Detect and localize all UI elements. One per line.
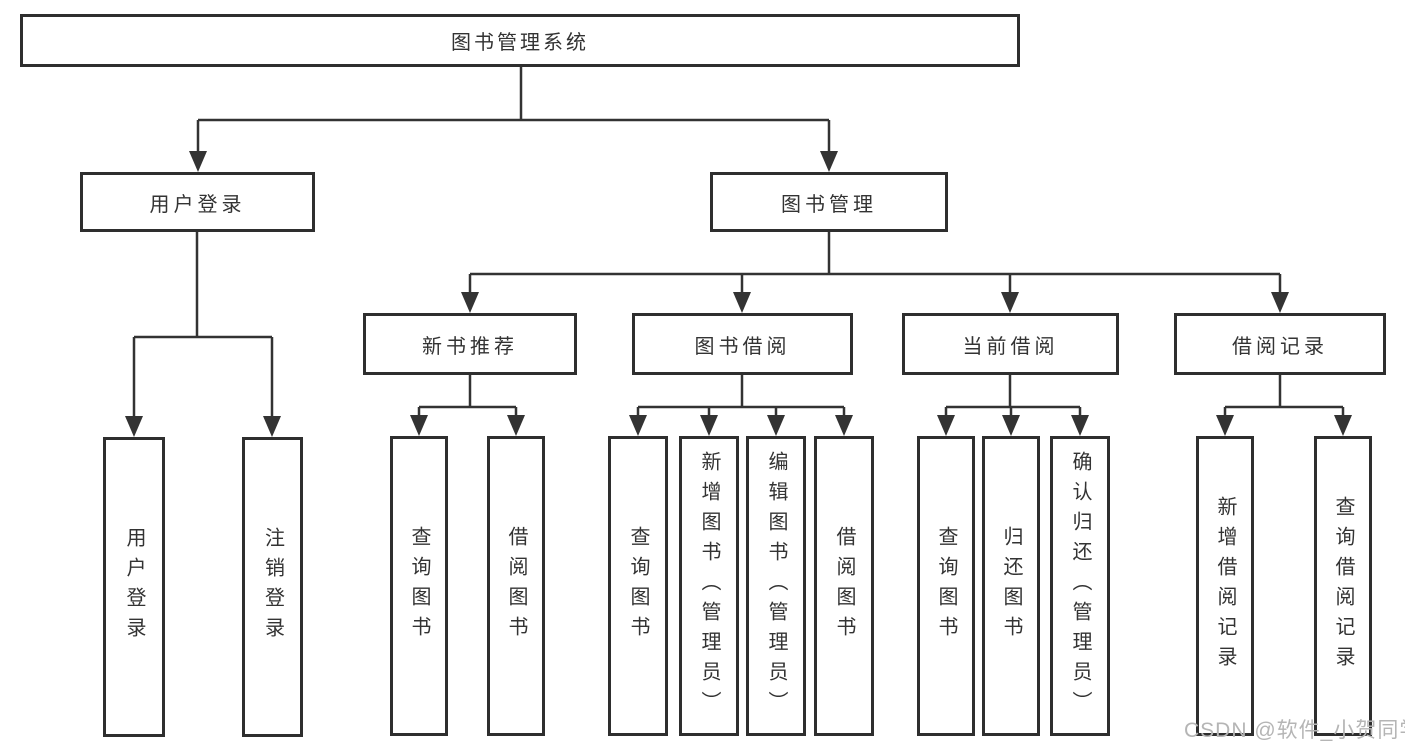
leaf-query-borrow-record: 查询借阅记录	[1314, 436, 1372, 736]
node-label: 图书管理系统	[451, 32, 589, 54]
node-borrow-records: 借阅记录	[1174, 313, 1386, 375]
node-new-book-recommend: 新书推荐	[363, 313, 577, 375]
node-label: 查询借阅记录	[1332, 496, 1354, 676]
node-book-borrowing: 图书借阅	[632, 313, 853, 375]
node-label: 借阅记录	[1232, 335, 1328, 358]
leaf-user-login: 用户登录	[103, 437, 165, 737]
leaf-logout: 注销登录	[242, 437, 303, 737]
leaf-query-books-1: 查询图书	[390, 436, 448, 736]
arrowheads	[125, 151, 1352, 437]
node-label: 查询图书	[408, 526, 430, 646]
leaf-query-books-3: 查询图书	[917, 436, 975, 736]
leaf-borrow-books-1: 借阅图书	[487, 436, 545, 736]
node-label: 查询图书	[935, 526, 957, 646]
node-library-management-system: 图书管理系统	[20, 14, 1020, 67]
node-label: 新增借阅记录	[1214, 496, 1236, 676]
node-label: 注销登录	[261, 527, 284, 647]
node-current-borrowing: 当前借阅	[902, 313, 1119, 375]
node-label: 编辑图书（管理员）	[765, 451, 787, 721]
leaf-edit-books-admin: 编辑图书（管理员）	[746, 436, 806, 736]
node-label: 归还图书	[1000, 526, 1022, 646]
node-label: 图书借阅	[694, 335, 791, 358]
leaf-add-borrow-record: 新增借阅记录	[1196, 436, 1254, 736]
node-label: 当前借阅	[962, 335, 1059, 358]
leaf-add-books-admin: 新增图书（管理员）	[679, 436, 739, 736]
node-label: 借阅图书	[833, 526, 855, 646]
leaf-borrow-books-2: 借阅图书	[814, 436, 874, 736]
leaf-return-books: 归还图书	[982, 436, 1040, 736]
node-label: 新书推荐	[422, 335, 518, 358]
node-label: 用户登录	[149, 193, 246, 216]
node-user-login: 用户登录	[80, 172, 315, 232]
node-label: 确认归还（管理员）	[1069, 451, 1091, 721]
node-label: 用户登录	[123, 527, 145, 647]
node-label: 新增图书（管理员）	[698, 451, 720, 721]
node-label: 借阅图书	[505, 526, 527, 646]
leaf-confirm-return-admin: 确认归还（管理员）	[1050, 436, 1110, 736]
node-label: 图书管理	[781, 193, 877, 216]
node-book-management: 图书管理	[710, 172, 948, 232]
leaf-query-books-2: 查询图书	[608, 436, 668, 736]
node-label: 查询图书	[627, 526, 649, 646]
csdn-watermark: CSDN @软件_小贺同学	[1184, 719, 1405, 742]
connector-paths	[132, 67, 1345, 421]
